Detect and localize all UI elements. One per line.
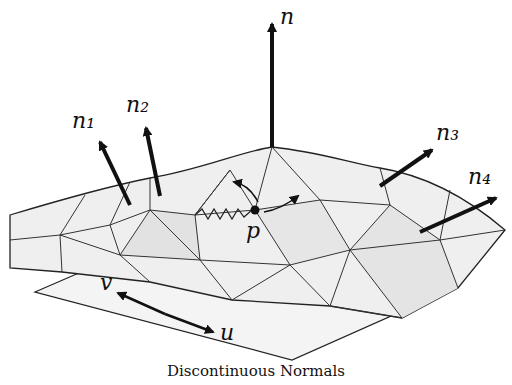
normal-label: n₄ bbox=[468, 166, 491, 188]
vector-label: u bbox=[220, 322, 234, 344]
vector-label: v bbox=[100, 272, 112, 294]
normal-label: n₃ bbox=[436, 122, 459, 144]
point-label: p bbox=[246, 220, 260, 242]
figure-caption: Discontinuous Normals bbox=[167, 364, 345, 379]
normal-label: n₁ bbox=[72, 110, 95, 132]
normal-label: n bbox=[280, 6, 294, 28]
normal-label: n₂ bbox=[126, 94, 149, 116]
